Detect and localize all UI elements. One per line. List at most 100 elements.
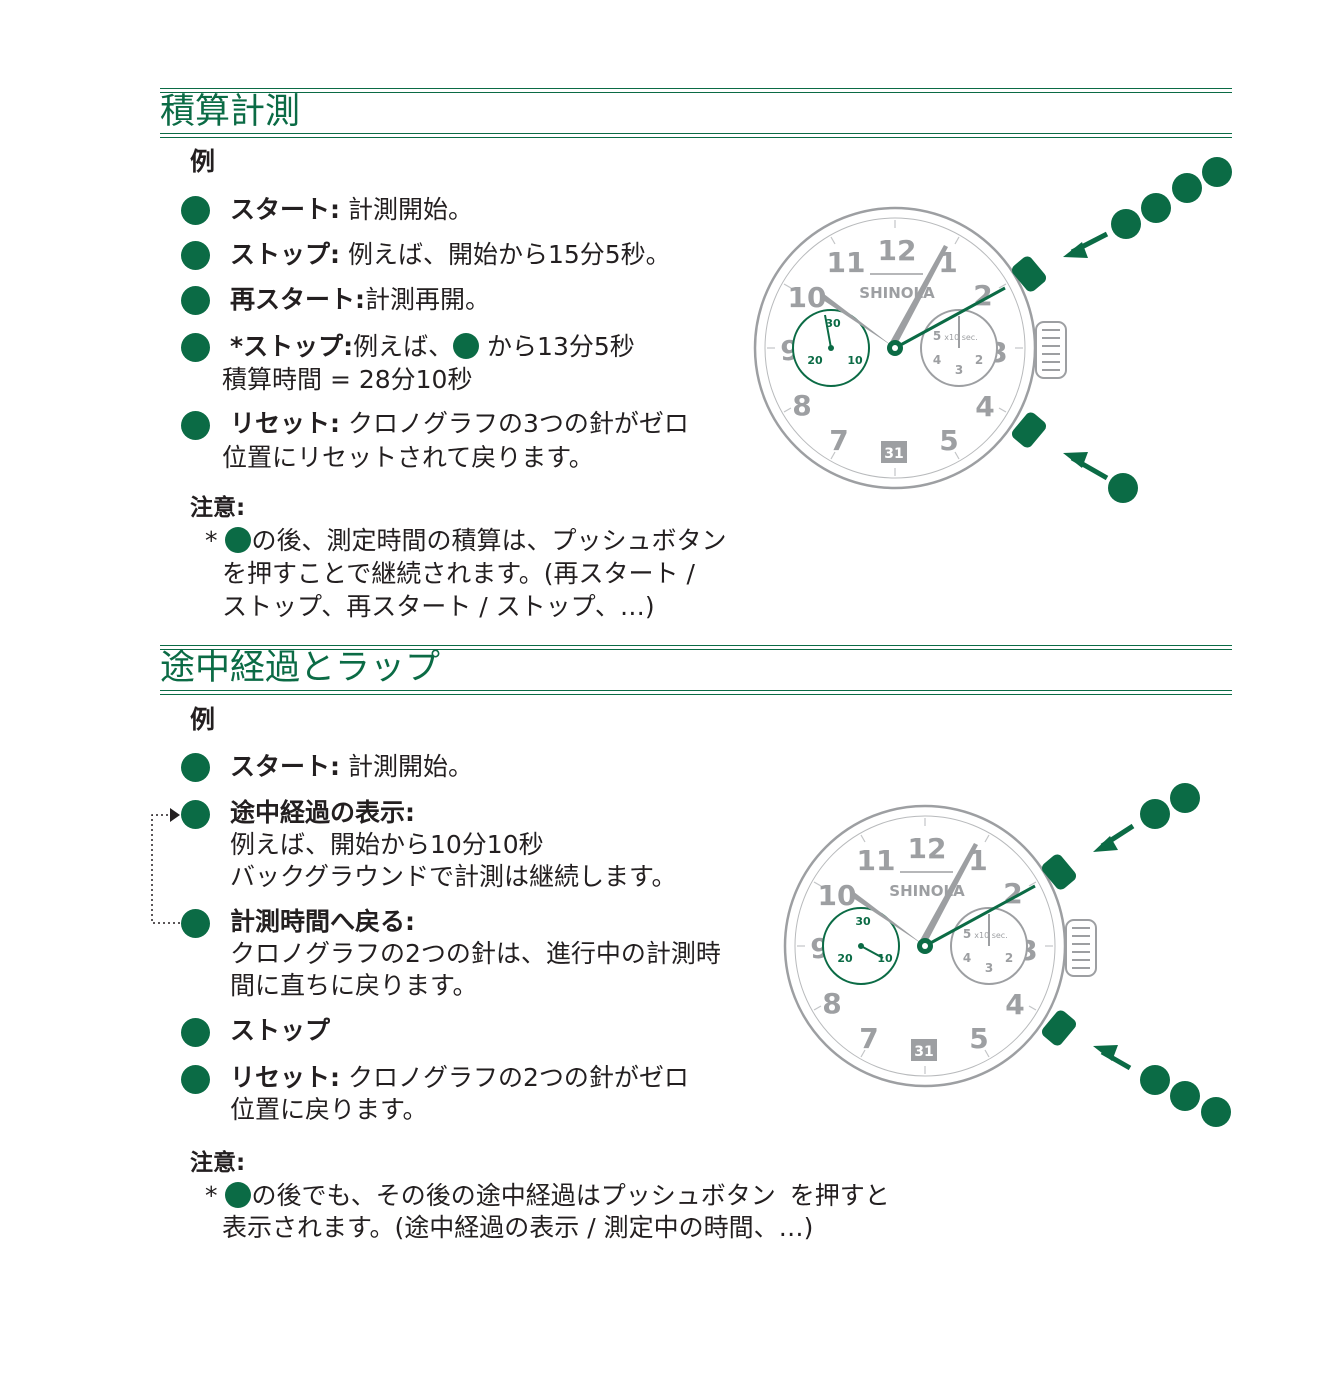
section2-example-label: 例 [190, 705, 216, 734]
step-marker [181, 411, 210, 440]
pusher-bottom-icon [1041, 1010, 1077, 1046]
left-subdial: 30 20 10 [792, 309, 870, 387]
section2-rule-top [160, 645, 1232, 650]
hour-numerals: 12 1 2 3 4 5 7 8 9 10 11 [780, 234, 1007, 457]
subdial-number: 20 [807, 354, 823, 367]
watch-crown [1065, 919, 1097, 977]
minute-ticks [797, 818, 1053, 1074]
step2-start: スタート: 計測開始。 [230, 752, 473, 781]
watch-illustration-1: 12 1 2 3 4 5 7 8 9 10 11 SHINOLA 30 20 1… [753, 157, 1232, 503]
step2-stop: ストップ [230, 1016, 331, 1045]
step-restart: 再スタート:計測再開。 [230, 285, 491, 314]
step-reset: リセット: クロノグラフの3つの針がゼロ [230, 409, 689, 438]
numeral: 8 [792, 389, 811, 422]
step2-split-line2: 例えば、開始から10分10秒 [230, 830, 544, 859]
numeral: 7 [829, 424, 848, 457]
section1-title: 積算計測 [160, 92, 301, 132]
numeral: 5 [969, 1022, 988, 1055]
watch-illustration-2: 12 1 2 3 4 5 7 8 9 10 11 SHINOLA 30 20 1… [783, 783, 1231, 1127]
inline-step-marker [453, 333, 480, 359]
numeral: 11 [857, 844, 896, 877]
subdial-number: 10 [877, 952, 893, 965]
section2-note-line1: * の後でも、その後の途中経過はプッシュボタンを押すと [205, 1181, 890, 1210]
step2-reset-line2: 位置に戻ります。 [230, 1095, 428, 1124]
subdial-number: 30 [825, 317, 841, 330]
step-marker [181, 196, 210, 225]
minute-ticks [767, 220, 1023, 476]
section1-note-line1: * の後、測定時間の積算は、プッシュボタン [205, 526, 727, 555]
numeral: 8 [822, 987, 841, 1020]
step2-split-line3: バックグラウンドで計測は継続します。 [230, 862, 677, 891]
numeral: 10 [788, 281, 827, 314]
step-stop: ストップ: 例えば、開始から15分5秒。 [230, 240, 671, 269]
numeral: 4 [1005, 988, 1024, 1021]
numeral: 5 [939, 424, 958, 457]
inline-step-marker [225, 527, 252, 553]
step2-return: 計測時間へ戻る: [230, 907, 415, 936]
step-marker [181, 1065, 210, 1094]
watch-hands [820, 245, 1006, 356]
step2-reset: リセット: クロノグラフの2つの針がゼロ [230, 1063, 689, 1092]
right-subdial: 5 x10 sec. 4 2 3 [950, 907, 1028, 985]
step2-return-line3: 間に直ちに戻ります。 [230, 971, 478, 1000]
numeral: 7 [859, 1022, 878, 1055]
section1-note-head: 注意: [190, 495, 246, 521]
step-marker [181, 1018, 210, 1047]
watch-crown [1035, 321, 1067, 379]
step-marker [181, 241, 210, 270]
accumulated-time: 積算時間 = 28分10秒 [222, 365, 473, 394]
right-subdial: 5 x10 sec. 4 2 3 [920, 309, 998, 387]
step-marker [181, 286, 210, 315]
subdial-number: 4 [933, 353, 941, 367]
left-subdial: 30 20 10 [822, 907, 900, 985]
subdial-number: 4 [963, 951, 971, 965]
subdial-number: 10 [847, 354, 863, 367]
subdial-number: 30 [855, 915, 871, 928]
top-pusher-step-markers [1111, 157, 1232, 239]
pusher-bottom-icon [1011, 412, 1047, 448]
watch-hands [850, 843, 1036, 954]
subdial-label: x10 sec. [974, 931, 1008, 940]
step-start: スタート: 計測開始。 [230, 195, 473, 224]
section2-title: 途中経過とラップ [160, 648, 441, 688]
step2-return-line2: クロノグラフの2つの針は、進行中の計測時 [230, 939, 721, 968]
arrow-top-icon [1093, 823, 1135, 852]
arrow-top-icon [1063, 231, 1109, 258]
step-marker [181, 909, 210, 938]
subdial-label: x10 sec. [944, 333, 978, 342]
step-reset-line2: 位置にリセットされて戻ります。 [222, 443, 594, 472]
section2-rule-bottom [160, 690, 1232, 695]
subdial-number: 5 [933, 329, 941, 343]
date-window: 31 [911, 1039, 937, 1061]
section1-rule-top [160, 88, 1232, 93]
numeral: 4 [975, 390, 994, 423]
step-marker [181, 800, 210, 829]
subdial-number: 2 [1005, 951, 1013, 965]
subdial-number: 20 [837, 952, 853, 965]
section1-rule-bottom [160, 133, 1232, 138]
top-pusher-step-markers [1140, 783, 1200, 829]
subdial-number: 3 [985, 961, 993, 975]
date-window: 31 [881, 441, 907, 463]
subdial-number: 2 [975, 353, 983, 367]
step2-split: 途中経過の表示: [230, 798, 415, 827]
section1-note-line2: を押すことで継続されます。(再スタート / [222, 559, 695, 588]
numeral: 12 [878, 234, 917, 267]
subdial-number: 5 [963, 927, 971, 941]
arrow-bottom-icon [1063, 452, 1109, 481]
section1-note-line3: ストップ、再スタート / ストップ、…) [222, 592, 655, 621]
loop-connector [151, 808, 180, 924]
numeral: 11 [827, 246, 866, 279]
numeral: 10 [818, 879, 857, 912]
pusher-top-icon [1011, 256, 1047, 292]
inline-step-marker [225, 1182, 252, 1208]
section1-example-label: 例 [190, 147, 216, 176]
numeral: 12 [908, 832, 947, 865]
bottom-pusher-step-markers [1140, 1065, 1231, 1127]
step-marker [181, 753, 210, 782]
step-stop-2: *ストップ:例えば、 から13分5秒 [230, 332, 635, 361]
step-marker [181, 333, 210, 362]
subdial-number: 3 [955, 363, 963, 377]
arrow-bottom-icon [1093, 1045, 1132, 1071]
pusher-top-icon [1041, 854, 1077, 890]
